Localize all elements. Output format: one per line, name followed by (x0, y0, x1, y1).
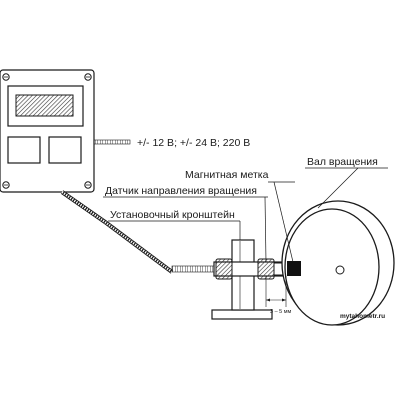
power-cable (93, 139, 131, 145)
shaft-label: Вал вращения (307, 156, 378, 168)
sensor-cable (60, 190, 215, 274)
voltage-label: +/- 12 В; +/- 24 В; 220 В (137, 137, 250, 149)
bracket-label: Установочный кронштейн (110, 209, 235, 221)
leader-lines (103, 167, 388, 263)
shaft-axle-icon (335, 265, 345, 275)
indicator-window-right (48, 136, 82, 164)
instrument-housing (0, 69, 95, 193)
magnetic-mark-label: Магнитная метка (185, 169, 269, 181)
rotation-shaft (281, 200, 395, 326)
screw-top-right-icon (84, 73, 92, 81)
shaft-face (284, 208, 380, 326)
direction-sensor-label: Датчик направления вращения (105, 185, 257, 197)
gap-dimension (265, 276, 287, 307)
indicator-window-left (7, 136, 41, 164)
screw-top-left-icon (2, 73, 10, 81)
magnetic-mark (287, 261, 301, 276)
bracket-base (211, 309, 273, 320)
website-watermark: mytahometr.ru (340, 313, 385, 320)
display-screen (15, 94, 74, 117)
gap-label: 3 – 5 мм (270, 309, 292, 315)
screw-bottom-left-icon (2, 181, 10, 189)
screw-bottom-right-icon (84, 181, 92, 189)
direction-sensor (213, 258, 285, 280)
sensor-nut-left (215, 258, 233, 280)
